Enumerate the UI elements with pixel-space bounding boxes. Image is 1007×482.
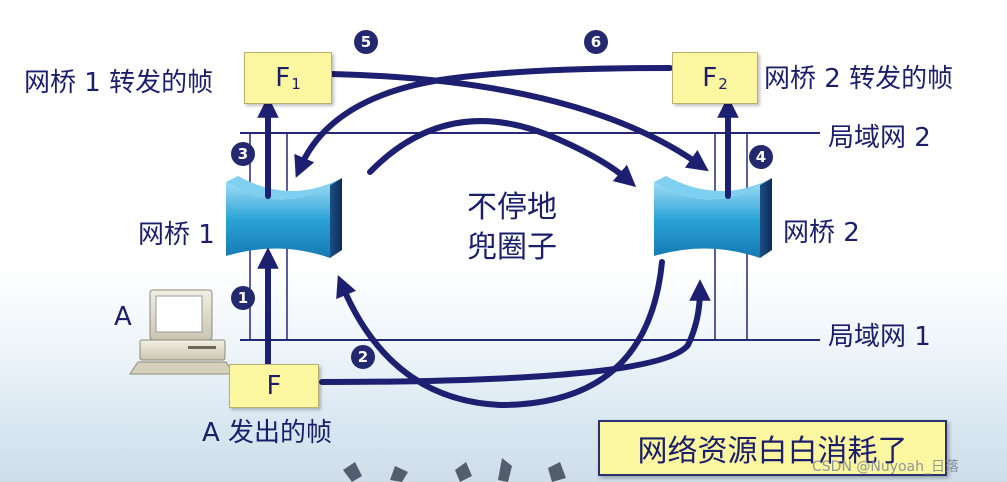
bridge2-shape bbox=[654, 176, 772, 258]
arrow-step-2 bbox=[319, 279, 711, 385]
arrow-step-5 bbox=[329, 71, 709, 172]
bridge1-shape bbox=[226, 176, 342, 258]
f1-caption: 网桥 1 转发的帧 bbox=[24, 68, 214, 98]
step-2-badge: 2 bbox=[351, 345, 375, 369]
frame-f-box: F bbox=[229, 364, 319, 408]
center-text-line1: 不停地 bbox=[467, 190, 557, 225]
a-frame-caption: A 发出的帧 bbox=[202, 418, 333, 448]
lan2-label: 局域网 2 bbox=[828, 123, 931, 153]
step-5-badge: 5 bbox=[354, 30, 378, 54]
loop-arrow-top bbox=[367, 118, 637, 188]
frame-f2-sub: 2 bbox=[718, 75, 728, 93]
frame-f2-main: F bbox=[702, 63, 718, 93]
loop-arrow-bottom bbox=[336, 259, 665, 409]
bridge2-label: 网桥 2 bbox=[783, 218, 860, 248]
step-4-badge: 4 bbox=[749, 145, 773, 169]
lan1-label: 局域网 1 bbox=[828, 322, 931, 352]
center-text: 不停地 兜圈子 bbox=[452, 188, 572, 268]
bridge1-label: 网桥 1 bbox=[138, 220, 215, 250]
host-a-label: A bbox=[114, 302, 132, 332]
f2-caption: 网桥 2 转发的帧 bbox=[764, 64, 954, 94]
frame-f1-sub: 1 bbox=[291, 75, 301, 93]
frame-f-label: F bbox=[266, 371, 282, 401]
step-1-badge: 1 bbox=[231, 286, 255, 310]
step-6-badge: 6 bbox=[584, 30, 608, 54]
arrow-step-6 bbox=[294, 65, 673, 178]
frame-f1-main: F bbox=[275, 63, 291, 93]
decorative-figures bbox=[343, 458, 566, 482]
step-3-badge: 3 bbox=[231, 142, 255, 166]
computer-a-icon bbox=[129, 289, 235, 375]
watermark: CSDN @Nuyoah_日落 bbox=[812, 459, 960, 475]
center-text-line2: 兜圈子 bbox=[467, 230, 557, 265]
resource-waste-callout: 网络资源白白消耗了 bbox=[598, 420, 947, 476]
